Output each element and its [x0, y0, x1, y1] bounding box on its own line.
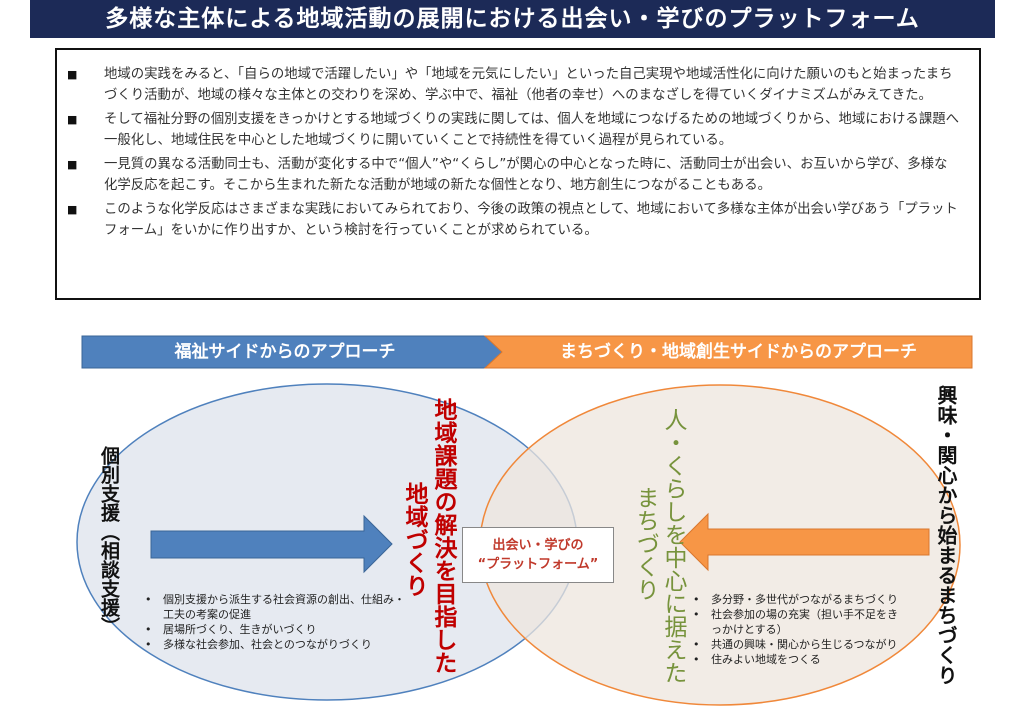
welfare-approach-banner: 福祉サイドからのアプローチ [174, 342, 396, 362]
interest-driven-label: 興味・関心から始まるまちづくり [934, 385, 958, 685]
community-approach-banner: まちづくり・地域創生サイドからのアプローチ [560, 342, 917, 362]
right-item-list: • 多分野・多世代がつながるまちづくり • 社会参加の場の充実（担い手不足をきっかけ… [693, 592, 908, 667]
left-goal-line2: 地域づくり [401, 482, 427, 597]
list-item-text: 共通の興味・関心から生じるつながり [711, 638, 898, 651]
summary-paragraph: ■ そして福祉分野の個別支援をきっかけとする地域づくりの実践に関しては、個人を地域… [67, 109, 959, 151]
summary-paragraph: ■ 地域の実践をみると、「自らの地域で活躍したい」や「地域を元気にしたい」といった… [67, 64, 959, 106]
left-item-list: • 個別支援から派生する社会資源の創出、仕組み・工夫の考案の促進 • 居場所づくり、… [145, 592, 405, 652]
bullet-icon: • [693, 608, 700, 621]
list-item-text: 多様な社会参加、社会とのつながりづくり [163, 638, 372, 651]
right-goal-line2: まちづくり [632, 486, 658, 601]
list-item-text: 社会参加の場の充実（担い手不足をきっかけとする） [711, 608, 898, 636]
bullet-icon: • [693, 593, 700, 606]
bullet-icon: • [693, 653, 700, 666]
square-bullet-icon: ■ [67, 158, 78, 171]
list-item: • 多様な社会参加、社会とのつながりづくり [145, 637, 405, 652]
summary-paragraph: ■ 一見質の異なる活動同士も、活動が変化する中で“個人”や“くらし”が関心の中心と… [67, 154, 959, 196]
square-bullet-icon: ■ [67, 113, 78, 126]
platform-box: 出会い・学びの “プラットフォーム” [462, 527, 614, 583]
list-item: • 住みよい地域をつくる [693, 652, 908, 667]
bullet-icon: • [693, 638, 700, 651]
paragraph-text: 一見質の異なる活動同士も、活動が変化する中で“個人”や“くらし”が関心の中心とな… [104, 157, 948, 193]
summary-paragraph: ■ このような化学反応はさまざまな実践においてみられており、今後の政策の視点として… [67, 199, 959, 241]
square-bullet-icon: ■ [67, 68, 78, 81]
list-item: • 多分野・多世代がつながるまちづくり [693, 592, 908, 607]
list-item: • 個別支援から派生する社会資源の創出、仕組み・工夫の考案の促進 [145, 592, 405, 622]
left-arrow-icon [679, 512, 930, 572]
right-goal-line1: 人・くらしを中心に据えた [660, 408, 686, 684]
page-title: 多様な主体による地域活動の展開における出会い・学びのプラットフォーム [30, 0, 995, 38]
individual-support-label: 個別支援（相談支援） [98, 446, 120, 636]
list-item-text: 個別支援から派生する社会資源の創出、仕組み・工夫の考案の促進 [163, 593, 405, 621]
left-goal-line1: 地域課題の解決を目指した [430, 398, 456, 674]
paragraph-text: そして福祉分野の個別支援をきっかけとする地域づくりの実践に関しては、個人を地域に… [104, 112, 959, 148]
summary-box: ■ 地域の実践をみると、「自らの地域で活躍したい」や「地域を元気にしたい」といった… [55, 48, 981, 300]
list-item: • 居場所づくり、生きがいづくり [145, 622, 405, 637]
list-item-text: 住みよい地域をつくる [711, 653, 821, 666]
platform-line2: “プラットフォーム” [477, 557, 599, 572]
list-item: • 共通の興味・関心から生じるつながり [693, 637, 908, 652]
bullet-icon: • [145, 638, 152, 651]
right-banner-shape [483, 335, 973, 369]
list-item: • 社会参加の場の充実（担い手不足をきっかけとする） [693, 607, 908, 637]
right-arrow-icon [150, 514, 393, 574]
bullet-icon: • [145, 593, 152, 606]
square-bullet-icon: ■ [67, 203, 78, 216]
list-item-text: 居場所づくり、生きがいづくり [163, 623, 317, 636]
list-item-text: 多分野・多世代がつながるまちづくり [711, 593, 898, 606]
platform-line1: 出会い・学びの [492, 538, 584, 553]
paragraph-text: 地域の実践をみると、「自らの地域で活躍したい」や「地域を元気にしたい」といった自… [104, 67, 953, 103]
paragraph-text: このような化学反応はさまざまな実践においてみられており、今後の政策の視点として、… [104, 202, 958, 238]
bullet-icon: • [145, 623, 152, 636]
